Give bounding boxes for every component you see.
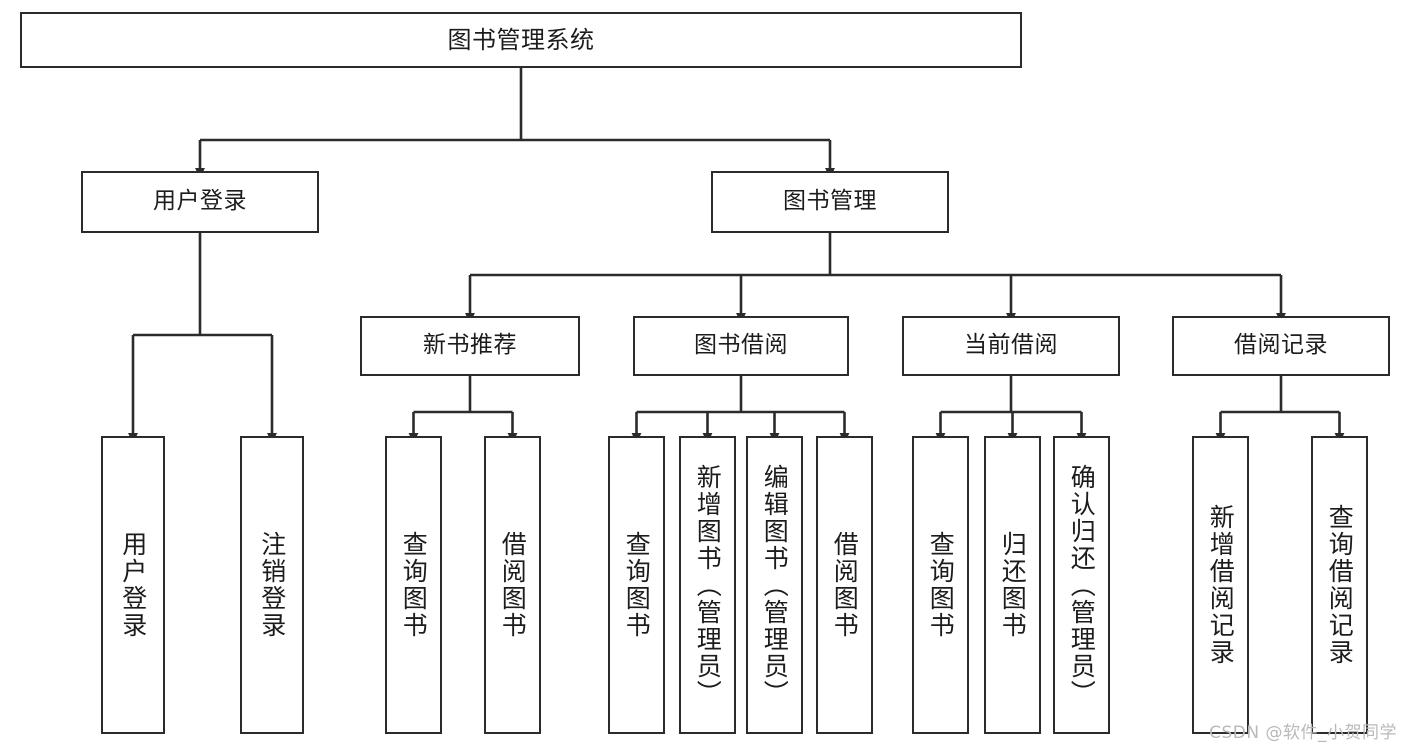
node-leaf-logout[interactable]: 注销登录 (240, 436, 304, 734)
node-leaf-query-book-1[interactable]: 查询图书 (385, 436, 442, 734)
node-borrow-record[interactable]: 借阅记录 (1172, 316, 1390, 376)
node-label-leaf-confirm-return: 确认归还（管理员） (1067, 463, 1097, 707)
node-label-borrow-record: 借阅记录 (1234, 332, 1328, 359)
node-book-manage[interactable]: 图书管理 (711, 171, 949, 233)
node-label-leaf-return-book: 归还图书 (998, 531, 1028, 639)
node-leaf-edit-book[interactable]: 编辑图书（管理员） (746, 436, 803, 734)
node-label-new-book-recommend: 新书推荐 (423, 332, 517, 359)
node-label-leaf-query-book-2: 查询图书 (622, 531, 652, 639)
node-user-login[interactable]: 用户登录 (81, 171, 319, 233)
node-new-book-recommend[interactable]: 新书推荐 (360, 316, 580, 376)
node-leaf-borrow-book-2[interactable]: 借阅图书 (816, 436, 873, 734)
node-label-leaf-query-book-1: 查询图书 (399, 531, 429, 639)
node-leaf-borrow-book-1[interactable]: 借阅图书 (484, 436, 541, 734)
node-current-borrow[interactable]: 当前借阅 (902, 316, 1120, 376)
node-leaf-user-login[interactable]: 用户登录 (101, 436, 165, 734)
node-label-leaf-add-record: 新增借阅记录 (1206, 504, 1236, 666)
node-label-leaf-query-book-3: 查询图书 (926, 531, 956, 639)
node-label-book-borrow: 图书借阅 (694, 332, 788, 359)
node-label-root: 图书管理系统 (447, 25, 595, 54)
node-label-leaf-edit-book: 编辑图书（管理员） (760, 463, 790, 707)
node-leaf-add-book[interactable]: 新增图书（管理员） (679, 436, 736, 734)
node-label-leaf-logout: 注销登录 (257, 531, 287, 639)
node-book-borrow[interactable]: 图书借阅 (633, 316, 849, 376)
node-leaf-add-record[interactable]: 新增借阅记录 (1192, 436, 1249, 734)
node-root[interactable]: 图书管理系统 (20, 12, 1022, 68)
node-leaf-return-book[interactable]: 归还图书 (984, 436, 1041, 734)
node-label-current-borrow: 当前借阅 (964, 332, 1058, 359)
node-leaf-query-book-2[interactable]: 查询图书 (608, 436, 665, 734)
node-label-leaf-borrow-book-1: 借阅图书 (498, 531, 528, 639)
node-leaf-query-record[interactable]: 查询借阅记录 (1311, 436, 1368, 734)
node-label-leaf-borrow-book-2: 借阅图书 (830, 531, 860, 639)
node-label-leaf-user-login: 用户登录 (118, 531, 148, 639)
node-leaf-query-book-3[interactable]: 查询图书 (912, 436, 969, 734)
node-label-book-manage: 图书管理 (783, 188, 877, 215)
node-label-leaf-add-book: 新增图书（管理员） (693, 463, 723, 707)
node-label-user-login: 用户登录 (153, 188, 247, 215)
node-label-leaf-query-record: 查询借阅记录 (1325, 504, 1355, 666)
node-leaf-confirm-return[interactable]: 确认归还（管理员） (1053, 436, 1110, 734)
